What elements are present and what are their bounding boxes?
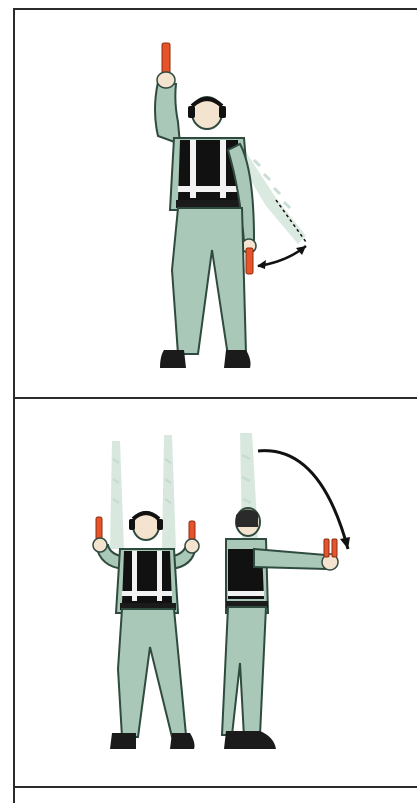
side-stripe-waist [228, 591, 264, 596]
front-head [129, 512, 163, 540]
front-legs [118, 609, 186, 737]
belt [176, 200, 242, 208]
marshaller-figure-2 [14, 399, 415, 786]
side-extended-arm [254, 549, 326, 569]
left-boot [160, 350, 186, 368]
table-border-bottom [14, 786, 417, 788]
signal-panel-2 [14, 399, 415, 786]
reflective-stripe-waist [178, 186, 240, 192]
signal-panel-1 [14, 10, 415, 397]
raised-hand [157, 72, 175, 88]
sweep-arc-icon [258, 451, 350, 549]
legs [172, 208, 246, 356]
raised-arm [155, 82, 180, 144]
side-figure-head [236, 508, 260, 536]
marshaller-figure-1 [14, 10, 415, 397]
front-right-hand [185, 539, 199, 553]
side-legs [222, 607, 266, 737]
head [188, 97, 226, 129]
right-boot [224, 350, 251, 368]
side-boot [224, 731, 276, 749]
moving-wand-icon [246, 248, 253, 274]
front-left-hand [93, 538, 107, 552]
front-right-boot [170, 733, 195, 749]
front-stripe-waist [122, 591, 172, 596]
front-left-boot [110, 733, 136, 749]
